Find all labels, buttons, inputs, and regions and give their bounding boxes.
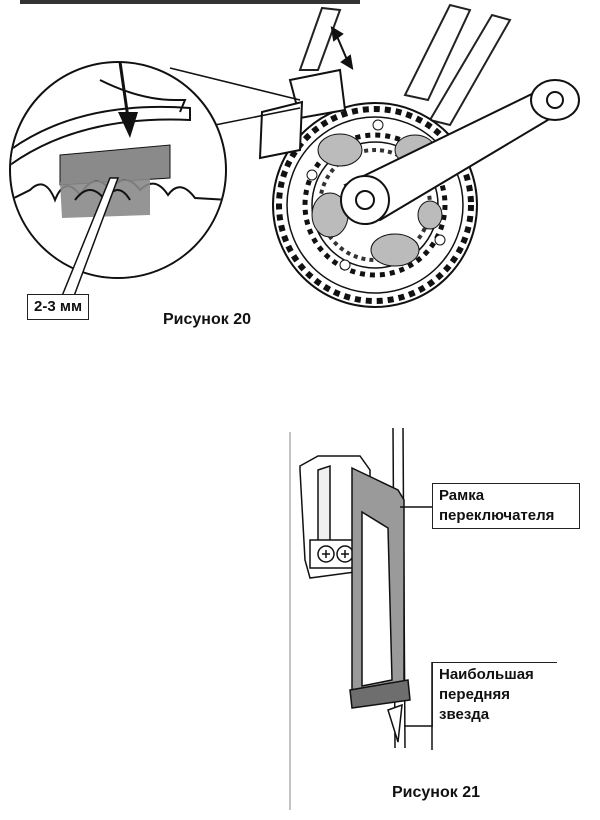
figure-20-caption: Рисунок 20 [163,311,251,328]
derailleur-body [299,455,371,579]
gap-label: 2-3 мм [27,294,90,320]
seat-tube [392,427,406,749]
frame-tubes [298,3,512,127]
label-chainring-line3: звезда [439,706,490,723]
label-chainring-line1: Наибольшая [439,666,534,683]
label-frame-line1: Рамка [439,487,485,504]
figure-21-caption: Рисунок 21 [392,784,480,801]
zoom-leader-top [169,67,301,101]
derailleur-frame-label: Рамка переключателя [432,483,580,529]
cropped-text-line [20,0,360,4]
double-arrow-icon [330,26,354,70]
largest-chainring-label: Наибольшая передняя звезда [432,662,557,727]
derailleur-cage [349,466,411,709]
downward-arrow-icon [118,61,138,138]
crank-arm-icon [340,79,580,225]
chainring-tip [387,703,403,743]
figure-20-illustration [9,0,580,308]
zoom-detail [9,61,227,279]
derailleur-small [258,68,347,160]
label-chainring-line2: передняя [439,686,510,703]
zoom-leader-bottom [214,107,301,126]
label-frame-line2: переключателя [439,507,555,524]
